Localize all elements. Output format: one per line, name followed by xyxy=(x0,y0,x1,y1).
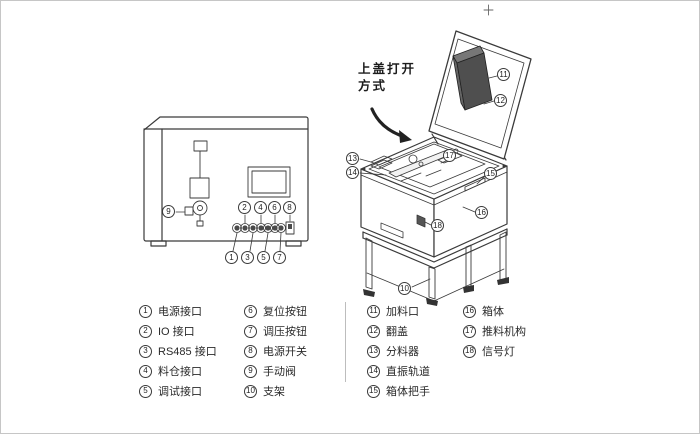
legend-item-17: 17 推料机构 xyxy=(463,323,526,339)
legend-column-2: 6 复位按钮 7 调压按钮 8 电源开关 9 手动阀 10 支架 xyxy=(244,303,307,399)
legend-num-7: 7 xyxy=(244,324,257,338)
display-panel xyxy=(247,166,291,198)
callout-7: 7 xyxy=(273,251,286,264)
leader-lines xyxy=(175,75,498,288)
legend-num-9: 9 xyxy=(244,364,257,378)
legend-num-16: 16 xyxy=(463,304,476,318)
legend-label-signal-light: 信号灯 xyxy=(482,346,515,358)
legend-label-box-body: 箱体 xyxy=(482,306,504,318)
callout-8: 8 xyxy=(283,201,296,214)
legend-column-3: 11 加料口 12 翻盖 13 分料器 14 直振轨道 15 箱体把手 xyxy=(367,303,430,399)
lid-open-annotation-line1: 上盖打开 xyxy=(358,62,417,76)
front-view-drawing xyxy=(143,116,309,247)
legend-num-8: 8 xyxy=(244,344,257,358)
legend-label-power-port: 电源接口 xyxy=(158,306,202,318)
box-body xyxy=(360,136,508,258)
legend-label-stand: 支架 xyxy=(263,386,285,398)
lid-open-annotation-line2: 方式 xyxy=(358,79,388,93)
legend-num-18: 18 xyxy=(463,344,476,358)
legend-num-17: 17 xyxy=(463,324,476,338)
callout-18: 18 xyxy=(431,219,444,232)
legend-label-box-handle: 箱体把手 xyxy=(386,386,430,398)
legend-item-18: 18 信号灯 xyxy=(463,343,526,359)
legend-item-15: 15 箱体把手 xyxy=(367,383,430,399)
legend-num-6: 6 xyxy=(244,304,257,318)
callout-2: 2 xyxy=(238,201,251,214)
legend-label-vibration-track: 直振轨道 xyxy=(386,366,430,378)
legend-num-1: 1 xyxy=(139,304,152,318)
legend-item-4: 4 料仓接口 xyxy=(139,363,217,379)
callout-3: 3 xyxy=(241,251,254,264)
legend-column-4: 16 箱体 17 推料机构 18 信号灯 xyxy=(463,303,526,359)
callout-10: 10 xyxy=(398,282,411,295)
legend-num-10: 10 xyxy=(244,384,257,398)
legend-num-13: 13 xyxy=(367,344,380,358)
fiducial-cross-icon xyxy=(483,4,494,16)
callout-16: 16 xyxy=(475,206,488,219)
open-lid xyxy=(428,30,532,161)
regulator-assembly xyxy=(184,140,210,227)
legend-label-rs485-port: RS485 接口 xyxy=(158,346,217,358)
callout-11: 11 xyxy=(497,68,510,81)
legend-label-debug-port: 调试接口 xyxy=(158,386,202,398)
legend-num-11: 11 xyxy=(367,304,380,318)
legend-label-power-switch: 电源开关 xyxy=(263,346,307,358)
legend-num-5: 5 xyxy=(139,384,152,398)
legend-label-divider: 分料器 xyxy=(386,346,419,358)
legend-item-3: 3 RS485 接口 xyxy=(139,343,217,359)
callout-13: 13 xyxy=(346,152,359,165)
legend-item-2: 2 IO 接口 xyxy=(139,323,217,339)
callout-17: 17 xyxy=(443,149,456,162)
legend-num-15: 15 xyxy=(367,384,380,398)
legend-item-1: 1 电源接口 xyxy=(139,303,217,319)
stand xyxy=(362,228,509,306)
legend-divider xyxy=(345,302,346,382)
callout-5: 5 xyxy=(257,251,270,264)
callout-15: 15 xyxy=(484,167,497,180)
legend-item-11: 11 加料口 xyxy=(367,303,430,319)
legend-label-reset-button: 复位按钮 xyxy=(263,306,307,318)
legend-label-io-port: IO 接口 xyxy=(158,326,195,338)
legend-item-5: 5 调试接口 xyxy=(139,383,217,399)
legend-label-manual-valve: 手动阀 xyxy=(263,366,296,378)
legend-label-hopper-port: 料仓接口 xyxy=(158,366,202,378)
lid-open-annotation: 上盖打开 方式 xyxy=(358,61,416,95)
legend-column-1: 1 电源接口 2 IO 接口 3 RS485 接口 4 料仓接口 5 调试接口 xyxy=(139,303,217,399)
legend-item-12: 12 翻盖 xyxy=(367,323,430,339)
legend-item-14: 14 直振轨道 xyxy=(367,363,430,379)
iso-view-drawing xyxy=(360,30,532,306)
legend-num-2: 2 xyxy=(139,324,152,338)
legend-num-12: 12 xyxy=(367,324,380,338)
open-direction-arrow xyxy=(370,107,412,143)
legend-item-16: 16 箱体 xyxy=(463,303,526,319)
legend-label-pressure-button: 调压按钮 xyxy=(263,326,307,338)
callout-14: 14 xyxy=(346,166,359,179)
legend-item-9: 9 手动阀 xyxy=(244,363,307,379)
callout-1: 1 xyxy=(225,251,238,264)
legend-item-8: 8 电源开关 xyxy=(244,343,307,359)
callout-4: 4 xyxy=(254,201,267,214)
callout-9: 9 xyxy=(162,205,175,218)
legend-num-4: 4 xyxy=(139,364,152,378)
legend-num-14: 14 xyxy=(367,364,380,378)
callout-6: 6 xyxy=(268,201,281,214)
legend-label-pusher-mechanism: 推料机构 xyxy=(482,326,526,338)
legend-label-flip-cover: 翻盖 xyxy=(386,326,408,338)
connector-ports xyxy=(232,221,295,235)
legend-num-3: 3 xyxy=(139,344,152,358)
legend-item-6: 6 复位按钮 xyxy=(244,303,307,319)
legend-label-feed-inlet: 加料口 xyxy=(386,306,419,318)
callout-12: 12 xyxy=(494,94,507,107)
legend-item-7: 7 调压按钮 xyxy=(244,323,307,339)
legend-item-13: 13 分料器 xyxy=(367,343,430,359)
legend-item-10: 10 支架 xyxy=(244,383,307,399)
